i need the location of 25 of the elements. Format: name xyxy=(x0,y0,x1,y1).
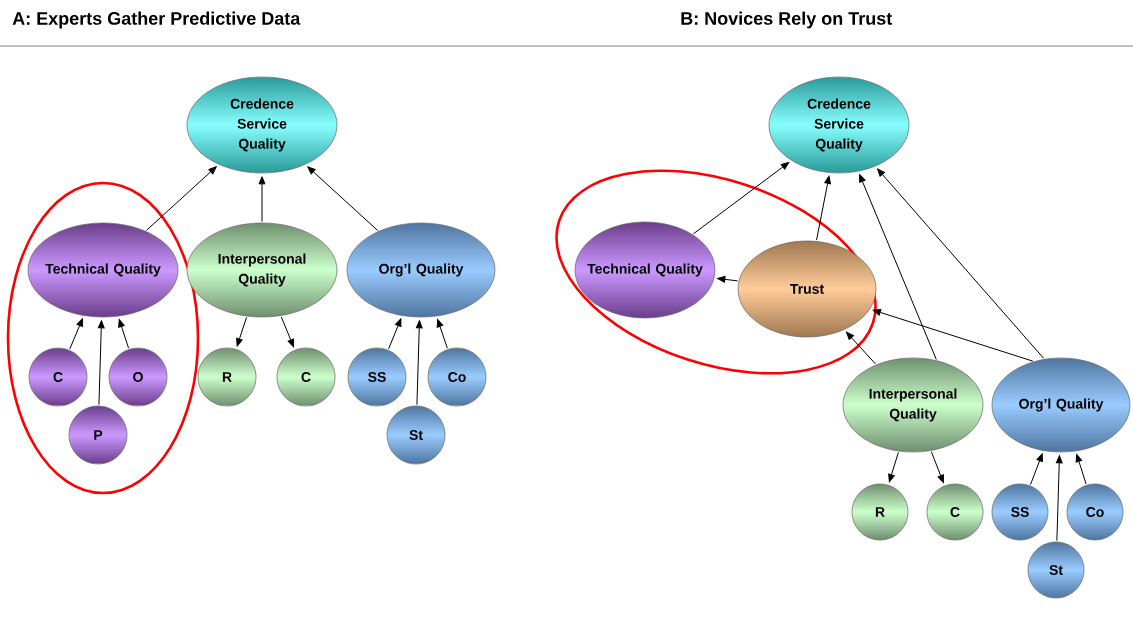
arrow xyxy=(1055,455,1063,542)
panel-heading: A: Experts Gather Predictive Data xyxy=(12,11,301,29)
panel-heading: B: Novices Rely on Trust xyxy=(681,11,893,29)
arrow xyxy=(97,320,105,406)
arrow xyxy=(436,319,448,349)
arrow xyxy=(69,318,83,350)
arrow xyxy=(717,276,739,283)
arrow xyxy=(888,451,899,483)
arrow xyxy=(872,309,1034,362)
arrow xyxy=(1030,453,1043,486)
grouping-oval xyxy=(6,181,200,495)
arrow xyxy=(118,319,130,349)
arrow xyxy=(307,166,379,231)
arrow xyxy=(859,174,937,360)
arrow xyxy=(236,316,248,347)
arrow xyxy=(415,320,423,406)
arrow xyxy=(877,168,1045,359)
arrow xyxy=(1075,454,1087,485)
arrow xyxy=(816,175,831,241)
arrow xyxy=(280,316,295,348)
arrow xyxy=(846,331,876,365)
arrow xyxy=(930,451,944,483)
arrow xyxy=(258,176,266,223)
arrow xyxy=(388,318,402,350)
arrow xyxy=(692,162,790,235)
